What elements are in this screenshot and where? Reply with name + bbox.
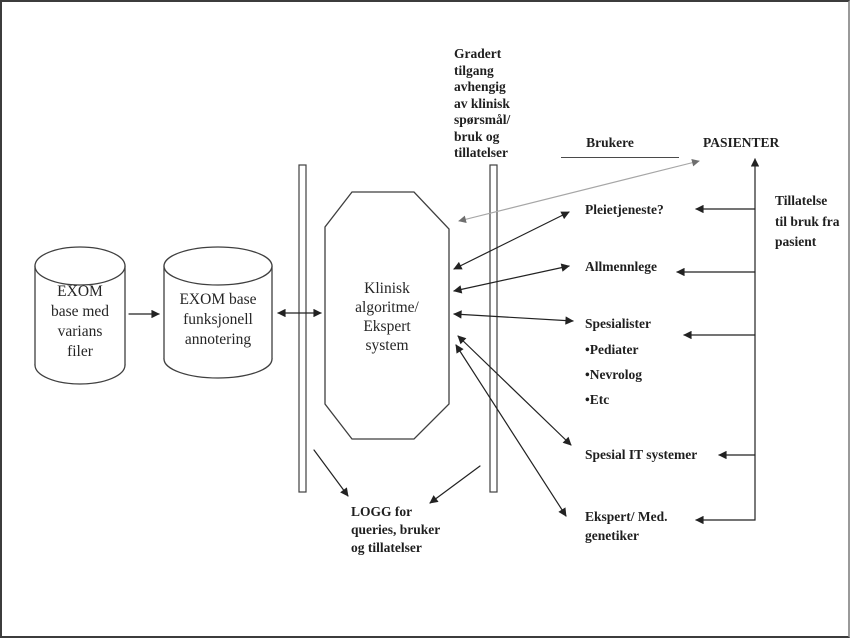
- user-item-spesialister: Spesialister: [585, 316, 651, 331]
- users-header: Brukere: [586, 135, 634, 150]
- arrow-core-spesial-it: [457, 335, 572, 446]
- exom-variants-db-label: EXOM base med varians filer: [50, 283, 110, 360]
- user-item-nevrolog: •Nevrolog: [585, 367, 642, 382]
- user-item-pleietjeneste: Pleietjeneste?: [585, 202, 664, 217]
- graded-access-note: Gradert tilgang avhengig av klinisk spør…: [454, 46, 511, 160]
- user-item-pediater: •Pediater: [585, 342, 639, 357]
- arrow-core-brukere-light: [458, 158, 700, 224]
- user-item-allmennlege: Allmennlege: [585, 259, 657, 274]
- user-item-spesial-it-systemer: Spesial IT systemer: [585, 447, 698, 462]
- expert-system-octagon: [324, 191, 450, 440]
- patient-permission-note: Tillatelse til bruk fra pasient: [775, 193, 840, 249]
- exom-annotation-database-cylinder: [163, 246, 273, 379]
- users-header-underline: [561, 157, 679, 158]
- right-access-barrier: [489, 164, 498, 493]
- exom-annotation-db-label: EXOM base funksjonell annotering: [179, 291, 257, 348]
- arrow-right-barrier-to-logg: [429, 465, 481, 504]
- arrow-core-allmennlege: [453, 263, 570, 294]
- patients-header: PASIENTER: [703, 135, 780, 150]
- arrow-left-barrier-to-logg: [313, 449, 349, 497]
- left-access-barrier: [298, 164, 307, 493]
- arrow-core-spesialister: [453, 310, 574, 325]
- cylinder-top: [163, 246, 273, 286]
- arrow-core-pleietjeneste: [453, 211, 570, 270]
- arrow-group: [128, 158, 760, 525]
- expert-system-label: Klinisk algoritme/ Ekspert system: [355, 280, 419, 354]
- arrow-core-ekspert-genetiker: [455, 344, 567, 517]
- user-item-etc: •Etc: [585, 392, 610, 407]
- user-item-ekspert-med-genetiker: Ekspert/ Med. genetiker: [585, 509, 668, 543]
- cylinder-top: [34, 246, 126, 286]
- patient-permission-line: [695, 158, 760, 525]
- exom-variants-database-cylinder: [34, 246, 126, 385]
- log-note: LOGG for queries, bruker og tillatelser: [351, 504, 441, 555]
